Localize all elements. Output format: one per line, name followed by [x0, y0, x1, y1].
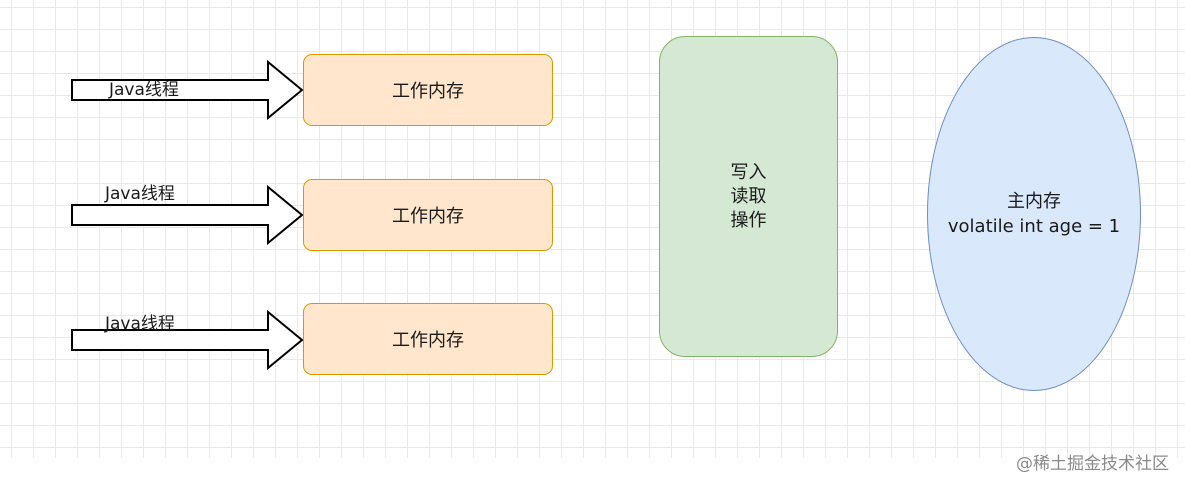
thread-label-3: Java线程 — [105, 314, 175, 334]
main-memory-ellipse: 主内存 volatile int age = 1 — [927, 37, 1141, 391]
thread-arrow-2 — [71, 184, 304, 246]
work-memory-label: 工作内存 — [392, 206, 464, 227]
operation-line-read: 读取 — [730, 185, 767, 207]
thread-arrow-1 — [71, 59, 304, 121]
work-memory-label: 工作内存 — [392, 330, 464, 351]
thread-label-1: Java线程 — [109, 80, 179, 100]
work-memory-box-3: 工作内存 — [303, 303, 553, 375]
thread-arrow-3 — [71, 309, 304, 371]
work-memory-box-2: 工作内存 — [303, 179, 553, 251]
operation-line-write: 写入 — [730, 161, 767, 183]
thread-label-2: Java线程 — [105, 184, 175, 204]
operation-line-operate: 操作 — [730, 209, 767, 231]
read-write-operation-box: 写入 读取 操作 — [659, 36, 838, 357]
work-memory-label: 工作内存 — [392, 81, 464, 102]
main-memory-title: 主内存 — [1007, 191, 1061, 212]
watermark-text: @稀土掘金技术社区 — [1016, 454, 1169, 474]
work-memory-box-1: 工作内存 — [303, 54, 553, 126]
main-memory-declaration: volatile int age = 1 — [947, 216, 1121, 237]
